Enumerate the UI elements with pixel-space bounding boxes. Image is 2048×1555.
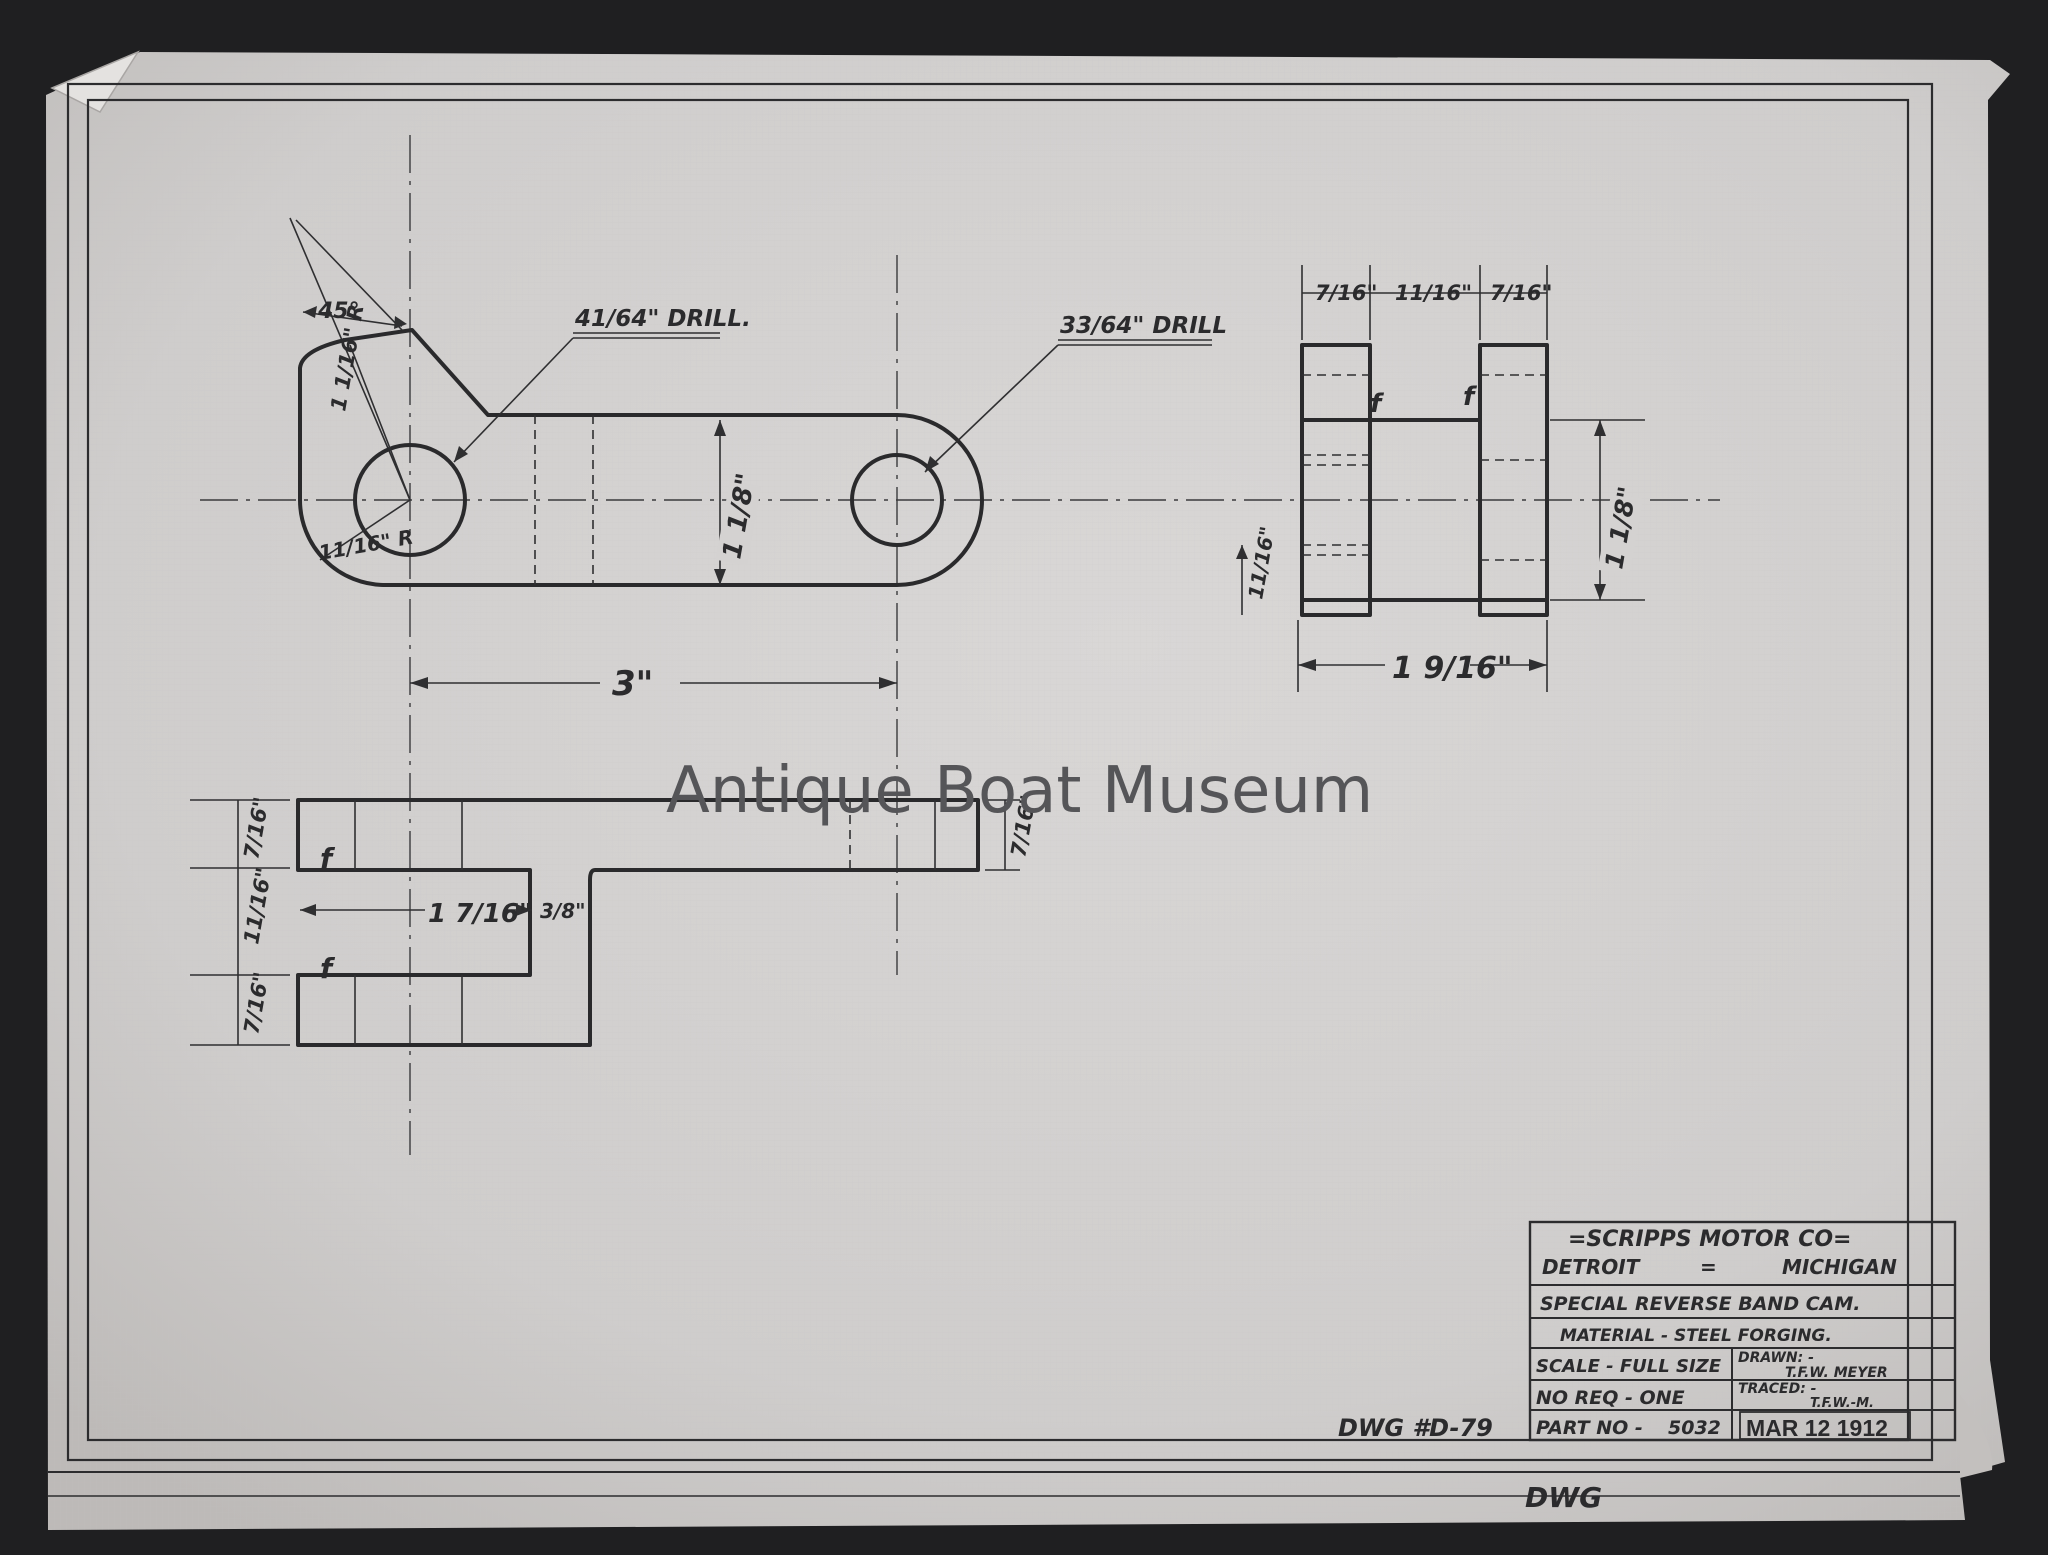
bottom-slot-length-label: 1 7/16" (428, 899, 532, 929)
front-view-outline (298, 328, 984, 587)
watermark: Antique Boat Museum (666, 754, 1373, 828)
title-block: =SCRIPPS MOTOR CO= DETROIT = MICHIGAN SP… (1528, 1220, 1957, 1442)
angle-label: 45° (317, 299, 360, 324)
title-drawn-by: T.F.W. MEYER (1785, 1365, 1888, 1381)
outer-border (66, 82, 1934, 1462)
title-drawn-label: DRAWN: - (1738, 1350, 1814, 1366)
svg-text:f: f (1463, 382, 1478, 412)
title-scale: SCALE - FULL SIZE (1536, 1356, 1722, 1377)
svg-text:=: = (1700, 1255, 1717, 1279)
bottom-edge-text: DWG (1525, 1481, 1602, 1514)
date-stamp-frame (1739, 1411, 1911, 1440)
drill-left-label: 41/64" DRILL. (574, 306, 751, 332)
title-part-name: SPECIAL REVERSE BAND CAM. (1540, 1293, 1860, 1315)
right-drill-hole (850, 453, 944, 547)
svg-text:f: f (320, 952, 336, 985)
title-material: MATERIAL - STEEL FORGING. (1560, 1326, 1832, 1346)
title-part-no-label: PART NO - (1536, 1417, 1643, 1439)
title-city: DETROIT (1542, 1255, 1641, 1279)
title-quantity: NO REQ - ONE (1536, 1387, 1685, 1409)
side-total-label: 1 9/16" (1392, 651, 1513, 686)
svg-text:f: f (1370, 389, 1385, 419)
drill-right-label: 33/64" DRILL (1060, 313, 1227, 339)
side-right-width-label: 7/16" (1490, 281, 1552, 305)
bottom-step-label: 3/8" (540, 899, 586, 923)
center-distance-label: 3" (612, 664, 653, 704)
drawing-number: DWG #D-79 (1338, 1414, 1493, 1442)
title-company: =SCRIPPS MOTOR CO= (1568, 1227, 1852, 1252)
bottom-view-outline (296, 798, 980, 1047)
arm-height-label: 1 1/8" (715, 471, 762, 566)
side-left-width-label: 7/16" (1315, 281, 1377, 305)
inner-border (86, 98, 1910, 1442)
title-traced-label: TRACED: - (1738, 1381, 1817, 1397)
left-drill-hole (353, 443, 467, 557)
title-part-no: 5032 (1668, 1417, 1721, 1439)
svg-text:f: f (320, 842, 336, 875)
folded-corner (50, 50, 140, 113)
title-traced-by: T.F.W.-M. (1810, 1396, 1874, 1411)
title-state: MICHIGAN (1782, 1255, 1897, 1279)
side-gap-label: 11/16" (1395, 281, 1472, 305)
title-date-stamp: MAR 12 1912 (1746, 1415, 1888, 1441)
